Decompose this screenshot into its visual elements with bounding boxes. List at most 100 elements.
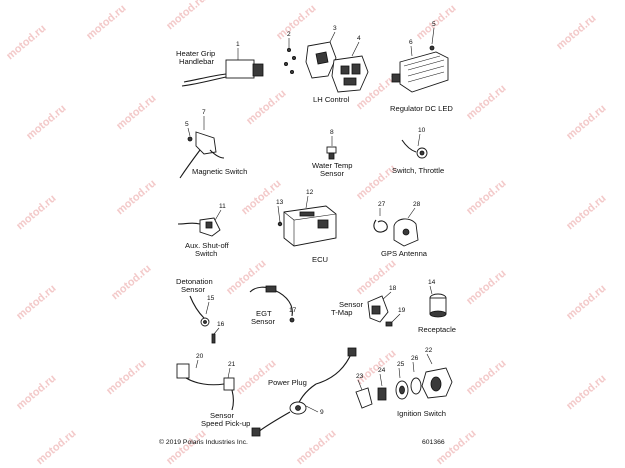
ignition-switch-assembly: 23 24 25 26 22 Ignition Switch: [355, 347, 453, 418]
tmap-sensor-assembly: Sensor T-Map 18 19: [331, 285, 406, 327]
callout-27: 27: [378, 201, 386, 208]
tmap-sensor-label: Sensor: [339, 300, 364, 309]
magnetic-switch-label: Magnetic Switch: [192, 167, 247, 176]
watermark: motod.ru: [564, 102, 608, 142]
watermark: motod.ru: [164, 0, 208, 32]
callout-23: 23: [356, 373, 364, 380]
egt-sensor-assembly: 17 EGT Sensor: [249, 285, 297, 326]
ignition-key: [355, 387, 373, 409]
callout-24: 24: [378, 367, 386, 374]
callout-5: 5: [432, 21, 436, 28]
watermark: motod.ru: [34, 427, 78, 467]
detonation-label: Detonation: [176, 277, 213, 286]
callout-11: 11: [219, 203, 226, 210]
watermark: motod.ru: [464, 267, 508, 307]
watermark: motod.ru: [464, 177, 508, 217]
speed-pickup-label: Speed Pick-up: [201, 419, 250, 428]
callout-3: 3: [333, 25, 337, 32]
watermark: motod.ru: [14, 372, 58, 412]
ecu-assembly: 12 13 ECU: [276, 189, 337, 264]
callout-15: 15: [207, 295, 215, 302]
watermark: motod.ru: [464, 82, 508, 122]
watermark: motod.ru: [14, 192, 58, 232]
detonation-sensor-label: Sensor: [181, 285, 206, 294]
callout-7: 7: [202, 109, 206, 116]
regulator-label: Regulator DC LED: [390, 104, 453, 113]
watermark: motod.ru: [114, 177, 158, 217]
aux-shutoff-switch-label: Switch: [195, 249, 217, 258]
callout-10: 10: [418, 127, 426, 134]
watermark: motod.ru: [564, 372, 608, 412]
watermark: motod.ru: [564, 192, 608, 232]
callout-5-secondary: 5: [185, 121, 189, 128]
receptacle-assembly: 14 Receptacle: [418, 279, 456, 334]
regulator-body: [399, 51, 449, 93]
watermark: motod.ru: [414, 2, 458, 42]
callout-8: 8: [330, 129, 334, 136]
regulator-assembly: 5 6 Regulator DC LED: [390, 21, 453, 113]
heater-grip-label: Heater Grip: [176, 49, 215, 58]
callout-16: 16: [217, 321, 225, 328]
speed-sensor-label: Sensor: [210, 411, 235, 420]
watermark: motod.ru: [434, 427, 478, 467]
callout-1: 1: [236, 41, 240, 48]
watermark: motod.ru: [109, 262, 153, 302]
egt-label: EGT: [256, 309, 272, 318]
gps-antenna-assembly: 27 28 GPS Antenna: [373, 201, 428, 258]
callout-14: 14: [428, 279, 436, 286]
callout-9: 9: [320, 409, 324, 416]
watermark: motod.ru: [564, 282, 608, 322]
handlebar-label: Handlebar: [179, 57, 215, 66]
heater-grip-element: [225, 59, 255, 79]
throttle-switch-assembly: 10 Switch, Throttle: [392, 127, 444, 175]
watermark: motod.ru: [14, 282, 58, 322]
watermark: motod.ru: [554, 12, 598, 52]
receptacle-label: Receptacle: [418, 325, 456, 334]
callout-2: 2: [287, 31, 291, 38]
watermark: motod.ru: [244, 87, 288, 127]
power-plug-assembly: Power Plug 9: [251, 347, 357, 437]
callout-22: 22: [425, 347, 433, 354]
watermark: motod.ru: [239, 177, 283, 217]
watermark: motod.ru: [464, 357, 508, 397]
callout-19: 19: [398, 307, 406, 314]
lh-control-label: LH Control: [313, 95, 350, 104]
watermark: motod.ru: [274, 2, 318, 42]
heater-grip-handlebar-assembly: Heater Grip Handlebar 1: [176, 41, 264, 87]
detonation-sensor-assembly: Detonation Sensor 15 16: [176, 277, 225, 344]
power-plug-label: Power Plug: [268, 378, 307, 387]
watermark: motod.ru: [4, 22, 48, 62]
watermark: motod.ru: [84, 2, 128, 42]
magnetic-switch-body: [195, 131, 217, 155]
callout-25: 25: [397, 361, 405, 368]
aux-shutoff-label: Aux. Shut-off: [185, 241, 230, 250]
magnetic-switch-assembly: 7 5 Magnetic Switch: [179, 109, 247, 179]
ignition-switch-label: Ignition Switch: [397, 409, 446, 418]
gps-antenna-label: GPS Antenna: [381, 249, 428, 258]
callout-20: 20: [196, 353, 204, 360]
watermark: motod.ru: [164, 427, 208, 467]
callout-26: 26: [411, 355, 419, 362]
callout-13: 13: [276, 199, 284, 206]
watermark: motod.ru: [104, 357, 148, 397]
tmap-label: T-Map: [331, 308, 353, 317]
ecu-label: ECU: [312, 255, 328, 264]
lh-control-assembly: 2 3 4 LH Control: [283, 25, 369, 104]
water-temp-label: Water Temp: [312, 161, 353, 170]
speed-pickup-sensor-assembly: 20 21 Sensor Speed Pick-up: [176, 353, 250, 428]
watermark: motod.ru: [24, 102, 68, 142]
watermark: motod.ru: [294, 427, 338, 467]
callout-21: 21: [228, 361, 236, 368]
figure-number: 601366: [422, 439, 445, 446]
water-temp-sensor-label: Sensor: [320, 169, 345, 178]
watermark: motod.ru: [354, 347, 398, 387]
aux-shutoff-switch-assembly: 11 Aux. Shut-off Switch: [177, 203, 230, 258]
callout-17: 17: [289, 307, 297, 314]
watermark: motod.ru: [224, 257, 268, 297]
callout-12: 12: [306, 189, 314, 196]
callout-6: 6: [409, 39, 413, 46]
speed-pickup-sensor-head: [223, 377, 235, 391]
callout-18: 18: [389, 285, 397, 292]
